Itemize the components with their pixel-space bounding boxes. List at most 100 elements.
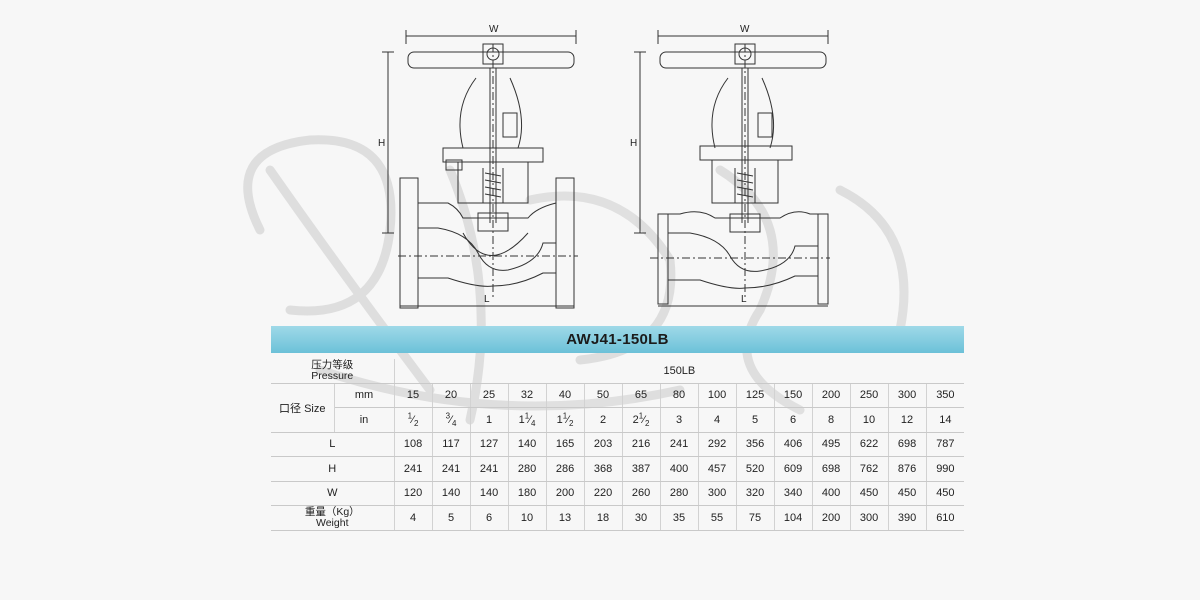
inch-fraction: 10 <box>863 414 875 426</box>
inch-denominator: 2 <box>413 419 419 429</box>
dimension-cell: 356 <box>736 432 775 457</box>
size-in-cell: 6 <box>774 407 813 433</box>
inch-numerator: 1 <box>407 411 413 421</box>
inch-whole: 2 <box>632 413 639 426</box>
dimension-cell: 450 <box>850 481 889 506</box>
model-title: AWJ41-150LB <box>566 331 669 348</box>
inch-whole: 4 <box>713 413 721 426</box>
dimension-cell: 127 <box>470 432 509 457</box>
inch-whole: 1 <box>518 413 525 426</box>
weight-label-cn: 重量（Kg） <box>304 505 360 518</box>
size-in-cell: 1 <box>470 407 509 433</box>
dimension-cell: 495 <box>812 432 851 457</box>
dimension-cell: 340 <box>774 481 813 506</box>
pressure-value: 150LB <box>394 359 965 384</box>
inch-fraction: 1⁄2 <box>407 411 419 429</box>
size-mm-cell: 300 <box>888 383 927 408</box>
dimension-cell: 300 <box>698 481 737 506</box>
size-mm-cell: 100 <box>698 383 737 408</box>
dimension-cell: 180 <box>508 481 547 506</box>
size-in-cell: 3 <box>660 407 699 433</box>
size-mm-cell: 32 <box>508 383 547 408</box>
dimension-cell: 280 <box>508 456 547 482</box>
inch-denominator: 2 <box>645 419 650 429</box>
inch-fraction: 11⁄2 <box>556 411 574 429</box>
pressure-row: 压力等级 Pressure 150LB <box>271 358 965 384</box>
inch-fraction: 5 <box>752 414 758 426</box>
size-label: 口径 Size <box>271 383 335 433</box>
weight-cell: 75 <box>736 505 775 531</box>
dimension-label: H <box>271 456 395 482</box>
weight-cell: 18 <box>584 505 623 531</box>
size-mm-cell: 50 <box>584 383 623 408</box>
dimension-cell: 140 <box>432 481 471 506</box>
inch-whole: 10 <box>862 413 876 426</box>
inch-fraction: 3⁄4 <box>445 411 457 429</box>
size-in-cell: 10 <box>850 407 889 433</box>
inch-fraction: 4 <box>714 414 720 426</box>
dimension-cell: 120 <box>394 481 433 506</box>
length-dimension-label: L <box>741 294 747 305</box>
weight-cell: 6 <box>470 505 509 531</box>
weight-cell: 610 <box>926 505 965 531</box>
dimension-cell: 220 <box>584 481 623 506</box>
inch-whole: 3 <box>675 413 683 426</box>
height-dimension-label: H <box>630 138 637 149</box>
dimension-cell: 400 <box>660 456 699 482</box>
weight-cell: 35 <box>660 505 699 531</box>
size-mm-cell: 25 <box>470 383 509 408</box>
pressure-label-cn: 压力等级 <box>311 358 354 371</box>
dimension-cell: 200 <box>546 481 585 506</box>
weight-cell: 13 <box>546 505 585 531</box>
size-mm-cell: 40 <box>546 383 585 408</box>
inch-numerator: 1 <box>562 411 568 421</box>
width-dimension-label: W <box>740 24 750 35</box>
inch-fraction: 12 <box>901 414 913 426</box>
dimension-cell: 140 <box>470 481 509 506</box>
size-mm-cell: 200 <box>812 383 851 408</box>
weight-cell: 300 <box>850 505 889 531</box>
dimension-cell: 520 <box>736 456 775 482</box>
dimension-label: L <box>271 432 395 457</box>
dimension-cell: 140 <box>508 432 547 457</box>
dimension-cell: 241 <box>394 456 433 482</box>
inch-fraction: 11⁄4 <box>518 411 536 429</box>
size-in-cell: 5 <box>736 407 775 433</box>
weight-cell: 10 <box>508 505 547 531</box>
dimension-cell: 260 <box>622 481 661 506</box>
inch-numerator: 1 <box>524 411 530 421</box>
weight-cell: 390 <box>888 505 927 531</box>
inch-numerator: 3 <box>445 411 451 421</box>
inch-whole: 5 <box>751 413 759 426</box>
dimension-cell: 241 <box>470 456 509 482</box>
size-in-cell: 3⁄4 <box>432 407 471 433</box>
flanged-valve-drawing: W H L <box>378 24 578 309</box>
inch-whole: 14 <box>939 413 952 426</box>
size-mm-cell: 15 <box>394 383 433 408</box>
inch-whole: 6 <box>789 413 797 426</box>
inch-fraction: 8 <box>828 414 834 426</box>
dimension-cell: 450 <box>888 481 927 506</box>
weight-cell: 104 <box>774 505 813 531</box>
dimension-cell: 165 <box>546 432 585 457</box>
inch-fraction: 2 <box>600 414 606 426</box>
inch-fraction: 14 <box>939 414 951 426</box>
size-mm-cell: 150 <box>774 383 813 408</box>
dimension-cell: 286 <box>546 456 585 482</box>
dimension-cell: 457 <box>698 456 737 482</box>
dimension-cell: 108 <box>394 432 433 457</box>
dimension-cell: 406 <box>774 432 813 457</box>
dimension-cell: 368 <box>584 456 623 482</box>
dimension-cell: 292 <box>698 432 737 457</box>
weight-label-en: Weight <box>316 516 349 529</box>
size-mm-cell: 125 <box>736 383 775 408</box>
dimension-cell: 787 <box>926 432 965 457</box>
welded-valve-drawing: W H L <box>630 24 830 307</box>
size-in-cell: 11⁄2 <box>546 407 585 433</box>
